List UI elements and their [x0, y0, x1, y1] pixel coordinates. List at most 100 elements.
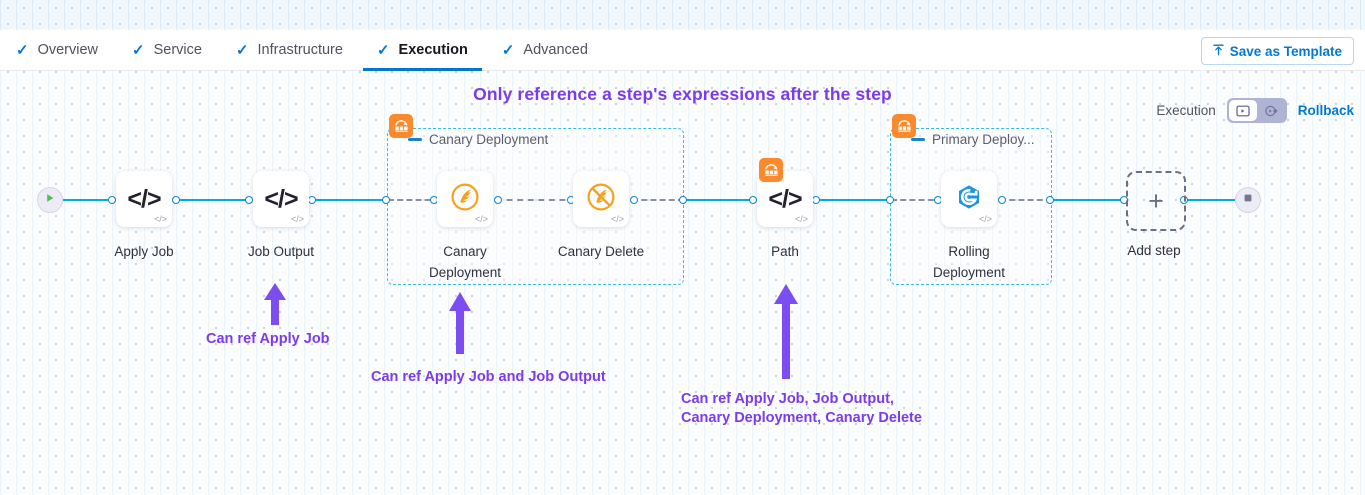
step-group-label-canary: Canary Deployment: [408, 132, 548, 147]
step-label-canary-delete: Canary Delete: [557, 244, 645, 259]
check-icon: ✓: [16, 41, 29, 59]
up-arrow-icon: [772, 283, 800, 385]
collapse-dash-icon[interactable]: [911, 138, 925, 141]
canvas-top-strip: [0, 0, 1365, 30]
port[interactable]: [749, 196, 757, 204]
check-icon: ✓: [376, 41, 390, 59]
canary-bird-icon: [449, 181, 481, 218]
save-as-template-button[interactable]: Save as Template: [1200, 37, 1354, 65]
tab-label: Execution: [398, 42, 468, 58]
step-group-canary-deployment[interactable]: [387, 128, 684, 285]
port[interactable]: [998, 196, 1006, 204]
tab-advanced[interactable]: ✓ Advanced: [502, 30, 588, 70]
up-arrow-icon: [447, 291, 473, 360]
check-icon: ✓: [501, 41, 515, 59]
edge-canary-canarydelete: [496, 199, 576, 201]
tab-service[interactable]: ✓ Service: [132, 30, 202, 70]
tab-label: Infrastructure: [257, 42, 343, 58]
port[interactable]: [1046, 196, 1054, 204]
rolling-deployment-icon: [954, 182, 984, 217]
stage-tab-bar: ✓ Overview ✓ Service ✓ Infrastructure ✓ …: [0, 30, 1365, 71]
add-step-label: Add step: [1127, 243, 1181, 258]
play-icon: [44, 191, 56, 209]
tab-infrastructure[interactable]: ✓ Infrastructure: [236, 30, 343, 70]
edge-canarygroup-out: [632, 199, 684, 201]
code-icon: </>: [264, 184, 298, 213]
execution-view-icon[interactable]: [1228, 100, 1257, 121]
code-small-icon: </>: [474, 214, 488, 224]
check-icon: ✓: [235, 41, 249, 59]
tab-label: Overview: [37, 42, 99, 58]
plus-icon: +: [1148, 185, 1164, 216]
execution-rollback-toggle[interactable]: [1226, 98, 1287, 123]
edge-addstep-end: [1182, 199, 1240, 201]
edge-primarygroup-out: [1000, 199, 1052, 201]
tab-execution[interactable]: ✓ Execution: [362, 30, 482, 71]
edge-canarygroup-in: [388, 199, 440, 201]
group-label-text: Primary Deploy...: [932, 132, 1035, 147]
tab-label: Advanced: [523, 42, 588, 58]
code-icon: </>: [127, 184, 161, 213]
step-label-job-output: Job Output: [247, 244, 315, 259]
port[interactable]: [308, 196, 316, 204]
edge-applyjob-joboutput: [178, 199, 256, 201]
port[interactable]: [630, 196, 638, 204]
save-as-template-label: Save as Template: [1229, 43, 1342, 59]
code-small-icon: </>: [794, 214, 808, 224]
tab-label: Service: [153, 42, 202, 58]
port[interactable]: [886, 196, 894, 204]
step-node-canary-delete[interactable]: </>: [573, 171, 629, 227]
annotation-canary-deployment: Can ref Apply Job and Job Output: [371, 369, 606, 385]
step-node-apply-job[interactable]: </> </>: [116, 171, 172, 227]
canary-delete-icon: [585, 181, 617, 218]
stop-icon: [1242, 191, 1254, 209]
execution-label: Execution: [1156, 103, 1216, 118]
rollback-view-icon[interactable]: [1257, 100, 1285, 121]
execution-view-controls: Execution Rollback: [1156, 98, 1354, 123]
step-group-icon: [389, 114, 413, 138]
collapse-dash-icon[interactable]: [408, 138, 422, 141]
edge-primarygroup-addstep: [1048, 199, 1128, 201]
annotation-apply-job: Can ref Apply Job: [206, 331, 330, 347]
upload-icon: [1213, 44, 1224, 58]
tab-overview[interactable]: ✓ Overview: [16, 30, 98, 70]
code-small-icon: </>: [290, 214, 304, 224]
port[interactable]: [494, 196, 502, 204]
annotation-path: Can ref Apply Job, Job Output, Canary De…: [681, 391, 922, 426]
port[interactable]: [108, 196, 116, 204]
up-arrow-icon: [262, 282, 288, 331]
group-label-text: Canary Deployment: [429, 132, 549, 147]
edge-path-primarygroup: [816, 199, 894, 201]
step-node-job-output[interactable]: </> </>: [253, 171, 309, 227]
edge-canarygroup-path: [681, 199, 759, 201]
step-group-label-primary: Primary Deploy...: [911, 132, 1035, 147]
code-icon: </>: [768, 184, 802, 213]
step-label-rolling-deployment: Rolling Deployment: [932, 244, 1006, 280]
step-label-canary-deployment: Canary Deployment: [428, 244, 502, 280]
pipeline-end-node[interactable]: [1235, 187, 1261, 213]
page-headline: Only reference a step's expressions afte…: [473, 84, 892, 104]
check-icon: ✓: [132, 41, 145, 59]
step-label-apply-job: Apply Job: [114, 244, 174, 259]
port[interactable]: [382, 196, 390, 204]
port[interactable]: [172, 196, 180, 204]
edge-joboutput-canarygroup: [313, 199, 393, 201]
step-group-icon: [759, 158, 783, 182]
step-group-icon: [892, 114, 916, 138]
rollback-link[interactable]: Rollback: [1297, 103, 1354, 118]
code-small-icon: </>: [610, 214, 624, 224]
port[interactable]: [679, 196, 687, 204]
code-small-icon: </>: [978, 214, 992, 224]
pipeline-start-node[interactable]: [37, 187, 63, 213]
step-node-rolling-deployment[interactable]: </>: [941, 171, 997, 227]
code-small-icon: </>: [153, 214, 167, 224]
step-node-path[interactable]: </> </>: [757, 171, 813, 227]
edge-start-applyjob: [62, 199, 120, 201]
port[interactable]: [245, 196, 253, 204]
step-label-path: Path: [771, 244, 799, 259]
step-node-canary-deployment[interactable]: </>: [437, 171, 493, 227]
port[interactable]: [812, 196, 820, 204]
add-step-button[interactable]: +: [1126, 171, 1186, 231]
